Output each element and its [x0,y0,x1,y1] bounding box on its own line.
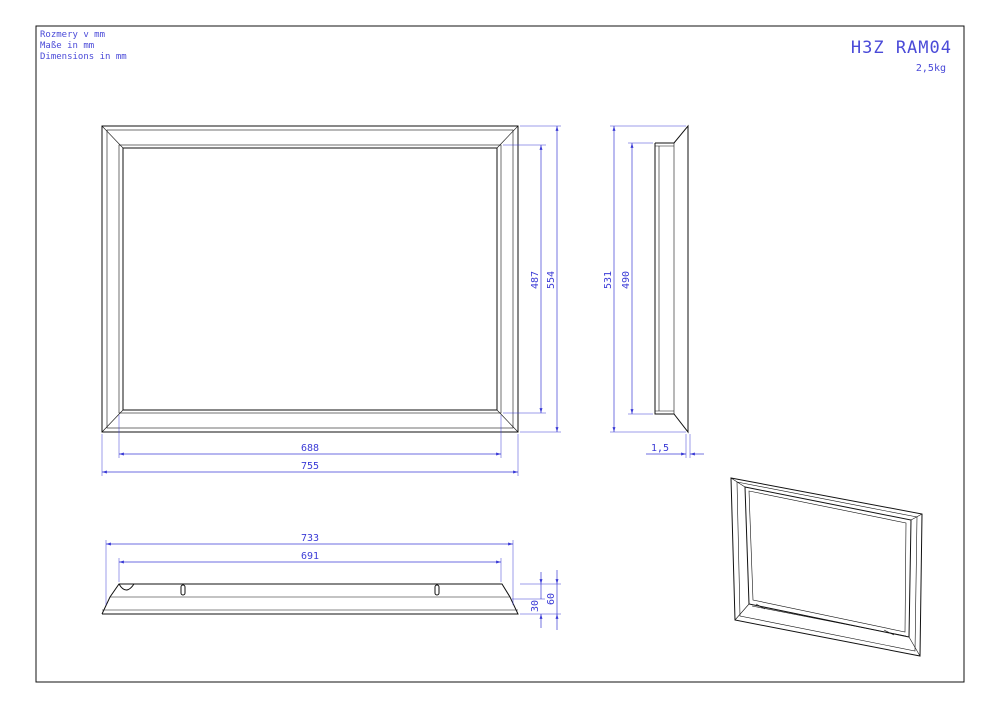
units-note-line-1: Rozmery v mm [40,30,105,40]
frame-inner-edge [122,147,498,411]
dim-height-outer: 554 [546,271,557,289]
frame-outer-bevel [106,129,514,429]
dim-depth-inner: 30 [530,600,541,612]
mounting-slot-right [434,584,440,596]
product-weight: 2,5kg [916,63,946,74]
units-note-line-2: Maße in mm [40,41,94,51]
frame-miter-bottom-right [496,409,519,433]
dim-bottom-width-inner: 691 [301,551,319,562]
units-note-line-3: Dimensions in mm [40,52,127,62]
dim-side-height-outer: 531 [603,271,614,289]
iso-frame-inner [744,486,912,638]
isometric-view [730,477,923,657]
frame-outer-edge [101,125,519,433]
dim-side-height-inner: 490 [621,271,632,289]
dim-width-inner: 688 [301,443,319,454]
product-code: H3Z RAM04 [851,38,952,58]
frame-miter-bottom-left [101,409,124,433]
mounting-slot-left [180,584,186,596]
dim-height-inner: 487 [530,271,541,289]
bottom-profile [101,583,519,615]
frame-inner-bevel [118,144,502,414]
units-note: Rozmery v mm Maße in mm Dimensions in mm [40,30,127,62]
side-profile [654,124,689,434]
dim-depth-outer: 60 [546,593,557,605]
bottom-view: 733 691 30 60 [101,533,561,630]
side-view: 531 490 1,5 [603,124,704,458]
iso-frame-outer-bevel [736,481,918,652]
front-view: 688 755 487 554 [101,125,561,476]
dim-width-outer: 755 [301,461,319,472]
frame-miter-top-right [496,125,519,149]
hanging-notch [118,583,135,591]
drawing-border [35,25,965,683]
dim-flange: 1,5 [651,443,669,454]
frame-miter-top-left [101,125,124,149]
dim-bottom-width-outer: 733 [301,533,319,544]
